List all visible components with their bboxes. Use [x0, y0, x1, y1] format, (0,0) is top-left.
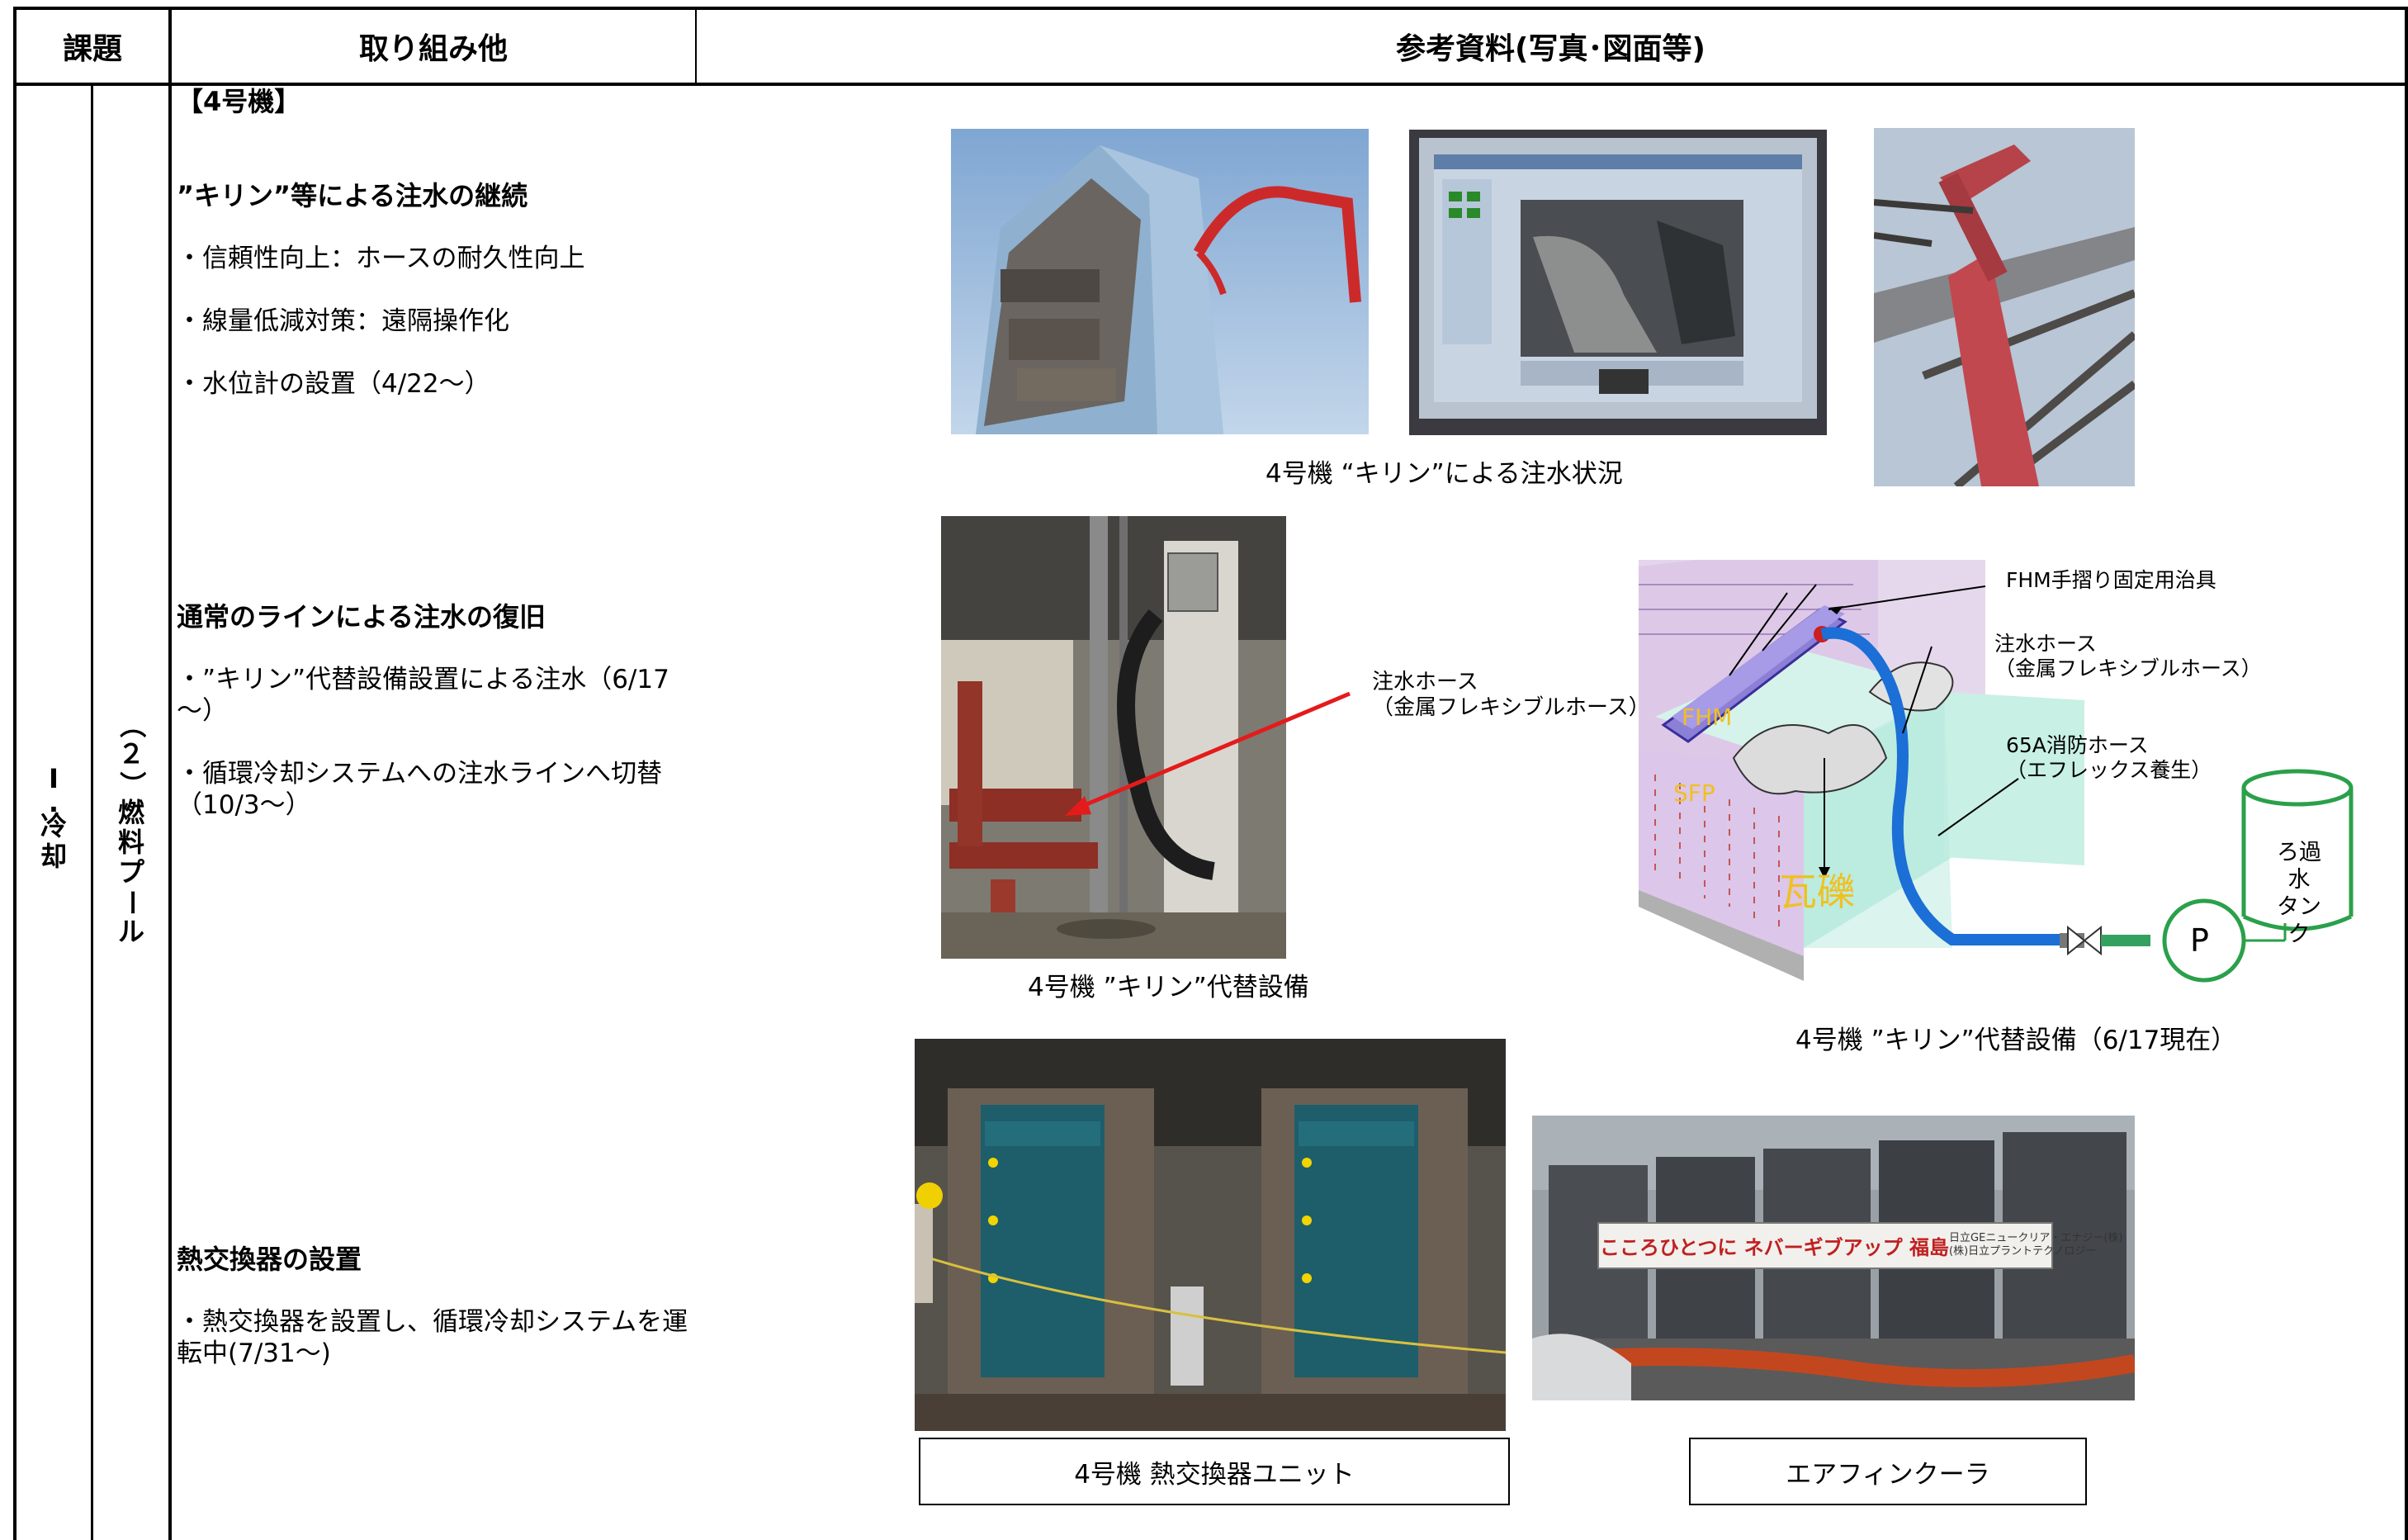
subcategory-char: ー [116, 888, 148, 916]
table-border-top [13, 7, 2408, 10]
section-1: ”キリン”等による注水の継続 ・信頼性向上：ホースの耐久性向上 ・線量低減対策：… [177, 149, 688, 431]
diagram-hose2-label: 65A消防ホース （エフレックス養生） [2006, 733, 2212, 782]
caption-air-fin: エアフィンクーラ [1689, 1438, 2087, 1505]
table-border-left [13, 7, 17, 1540]
section-3: 熱交換器の設置 ・熱交換器を設置し、循環冷却システムを運転中(7/31～) [177, 1212, 688, 1400]
unit-title: 【4号機】 [177, 86, 301, 117]
section-1-line: ・線量低減対策：遠隔操作化 [177, 306, 509, 336]
banner-sub-line: 日立GEニュークリア・エナジー(株) [1949, 1232, 2123, 1244]
category-char: Ⅰ [49, 763, 59, 794]
subcategory-char: ） [116, 770, 148, 798]
diagram-tank-label: ろ過水 タンク [2277, 840, 2321, 947]
banner-sub-line: (株)日立プラントテクノロジー [1949, 1245, 2097, 1258]
subcategory-label: （ ２ ） 燃 料 プ ー ル [111, 710, 152, 947]
section-1-title: ”キリン”等による注水の継続 [177, 180, 528, 211]
air-fin-cooler-photo [1532, 1116, 2135, 1400]
alt-equipment-diagram: FHM SFP 瓦礫 P [1639, 560, 2354, 983]
category-label: Ⅰ . 冷 却 [33, 764, 74, 871]
building-photo [951, 129, 1369, 434]
section-2-line: ・循環冷却システムへの注水ラインへ切替（10/3～） [177, 759, 663, 820]
red-arrow [1065, 691, 1351, 816]
section-2-title: 通常のラインによる注水の復旧 [177, 601, 546, 633]
subcategory-char: ２ [117, 737, 144, 770]
subcategory-char: ル [117, 915, 144, 947]
section-1-line: ・水位計の設置（4/22～） [177, 369, 490, 399]
monitor-photo [1409, 130, 1827, 435]
subcategory-char: 燃 [117, 797, 144, 829]
banner-sub: 日立GEニュークリア・エナジー(株) (株)日立プラントテクノロジー [1949, 1232, 2122, 1258]
banner-main-text: こころひとつに ネバーギブアップ 福島 [1600, 1235, 1950, 1259]
diagram-hose1-label: 注水ホース （金属フレキシブルホース） [1994, 632, 2262, 680]
header-issue: 課題 [62, 32, 122, 66]
section-1-line: ・信頼性向上：ホースの耐久性向上 [177, 244, 585, 273]
table-header-divider [13, 83, 2408, 86]
diagram-fhm-jig-label: FHM手摺り固定用治具 [2006, 568, 2216, 592]
category-char: 冷 [40, 809, 67, 841]
table-border-right [2405, 7, 2408, 1540]
table-col-divider-1 [168, 7, 172, 1540]
alt-equipment-photo [941, 516, 1286, 959]
category-char: . [48, 786, 59, 818]
caption-giraffe: 4号機 “キリン”による注水状況 [1266, 459, 1623, 489]
header-actions: 取り組み他 [358, 32, 508, 66]
heat-exchanger-photo [915, 1039, 1506, 1431]
caption-alt-equipment: 4号機 ”キリン”代替設備 [1028, 973, 1309, 1002]
category-char: 却 [40, 840, 67, 872]
diagram-fhm-label: FHM [1682, 704, 1732, 731]
caption-heat-exchanger: 4号機 熱交換器ユニット [919, 1438, 1510, 1505]
subcategory-char: 料 [117, 827, 144, 859]
hose-label: 注水ホース （金属フレキシブルホース） [1372, 670, 1650, 720]
table-col-divider-0 [91, 83, 93, 1540]
section-2: 通常のラインによる注水の復旧 ・”キリン”代替設備設置による注水（6/17～） … [177, 570, 688, 852]
section-2-line: ・”キリン”代替設備設置による注水（6/17～） [177, 665, 669, 726]
air-fin-banner-text: こころひとつに ネバーギブアップ 福島 日立GEニュークリア・エナジー(株) (… [1600, 1225, 2122, 1266]
table-col-divider-2 [695, 7, 697, 86]
subcategory-char: （ [116, 711, 148, 738]
diagram-sfp-label: SFP [1673, 779, 1715, 807]
header-reference: 参考資料(写真･図面等) [1396, 32, 1705, 66]
pump-label: P [2190, 922, 2209, 959]
subcategory-char: プ [117, 856, 144, 888]
section-3-line: ・熱交換器を設置し、循環冷却システムを運転中(7/31～) [177, 1307, 688, 1368]
section-3-title: 熱交換器の設置 [177, 1244, 362, 1275]
crane-photo [1874, 128, 2135, 486]
diagram-debris-label: 瓦礫 [1779, 870, 1855, 914]
caption-alt-diagram: 4号機 ”キリン”代替設備（6/17現在） [1795, 1026, 2237, 1055]
